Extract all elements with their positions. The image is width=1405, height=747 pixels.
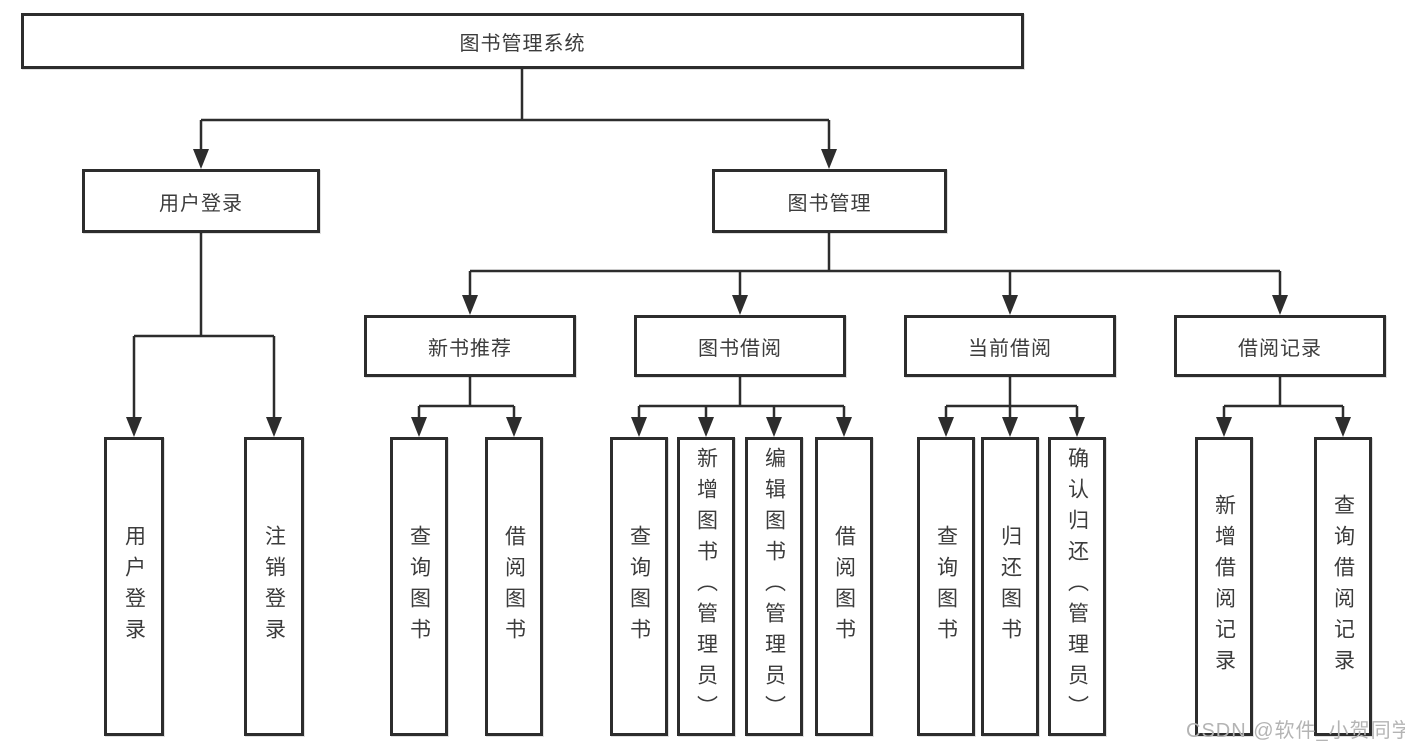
leaf-cb-return-books: 归还图书: [981, 437, 1039, 736]
node-current-borrowing: 当前借阅: [904, 315, 1116, 377]
arrowheads: [126, 149, 1351, 437]
leaf-cb-query-books: 查询图书: [917, 437, 975, 736]
node-book-management: 图书管理: [712, 169, 947, 233]
leaf-nbr-borrow-books: 借阅图书: [485, 437, 543, 736]
csdn-watermark: CSDN @软件_小贺同学: [1186, 720, 1405, 742]
node-book-borrowing: 图书借阅: [634, 315, 846, 377]
leaf-cb-confirm-return-admin: 确认归还（管理员）: [1048, 437, 1106, 736]
node-user-login: 用户登录: [82, 169, 320, 233]
leaf-bb-query-books: 查询图书: [610, 437, 668, 736]
leaf-br-add-record: 新增借阅记录: [1195, 437, 1253, 736]
node-new-book-recommend: 新书推荐: [364, 315, 576, 377]
node-borrowing-records: 借阅记录: [1174, 315, 1386, 377]
leaf-bb-add-books-admin: 新增图书（管理员）: [677, 437, 735, 736]
leaf-bb-edit-books-admin: 编辑图书（管理员）: [745, 437, 803, 736]
node-root-library-system: 图书管理系统: [21, 13, 1024, 69]
leaf-logout: 注销登录: [244, 437, 304, 736]
leaf-br-query-record: 查询借阅记录: [1314, 437, 1372, 736]
leaf-user-login: 用户登录: [104, 437, 164, 736]
leaf-nbr-query-books: 查询图书: [390, 437, 448, 736]
leaf-bb-borrow-books: 借阅图书: [815, 437, 873, 736]
